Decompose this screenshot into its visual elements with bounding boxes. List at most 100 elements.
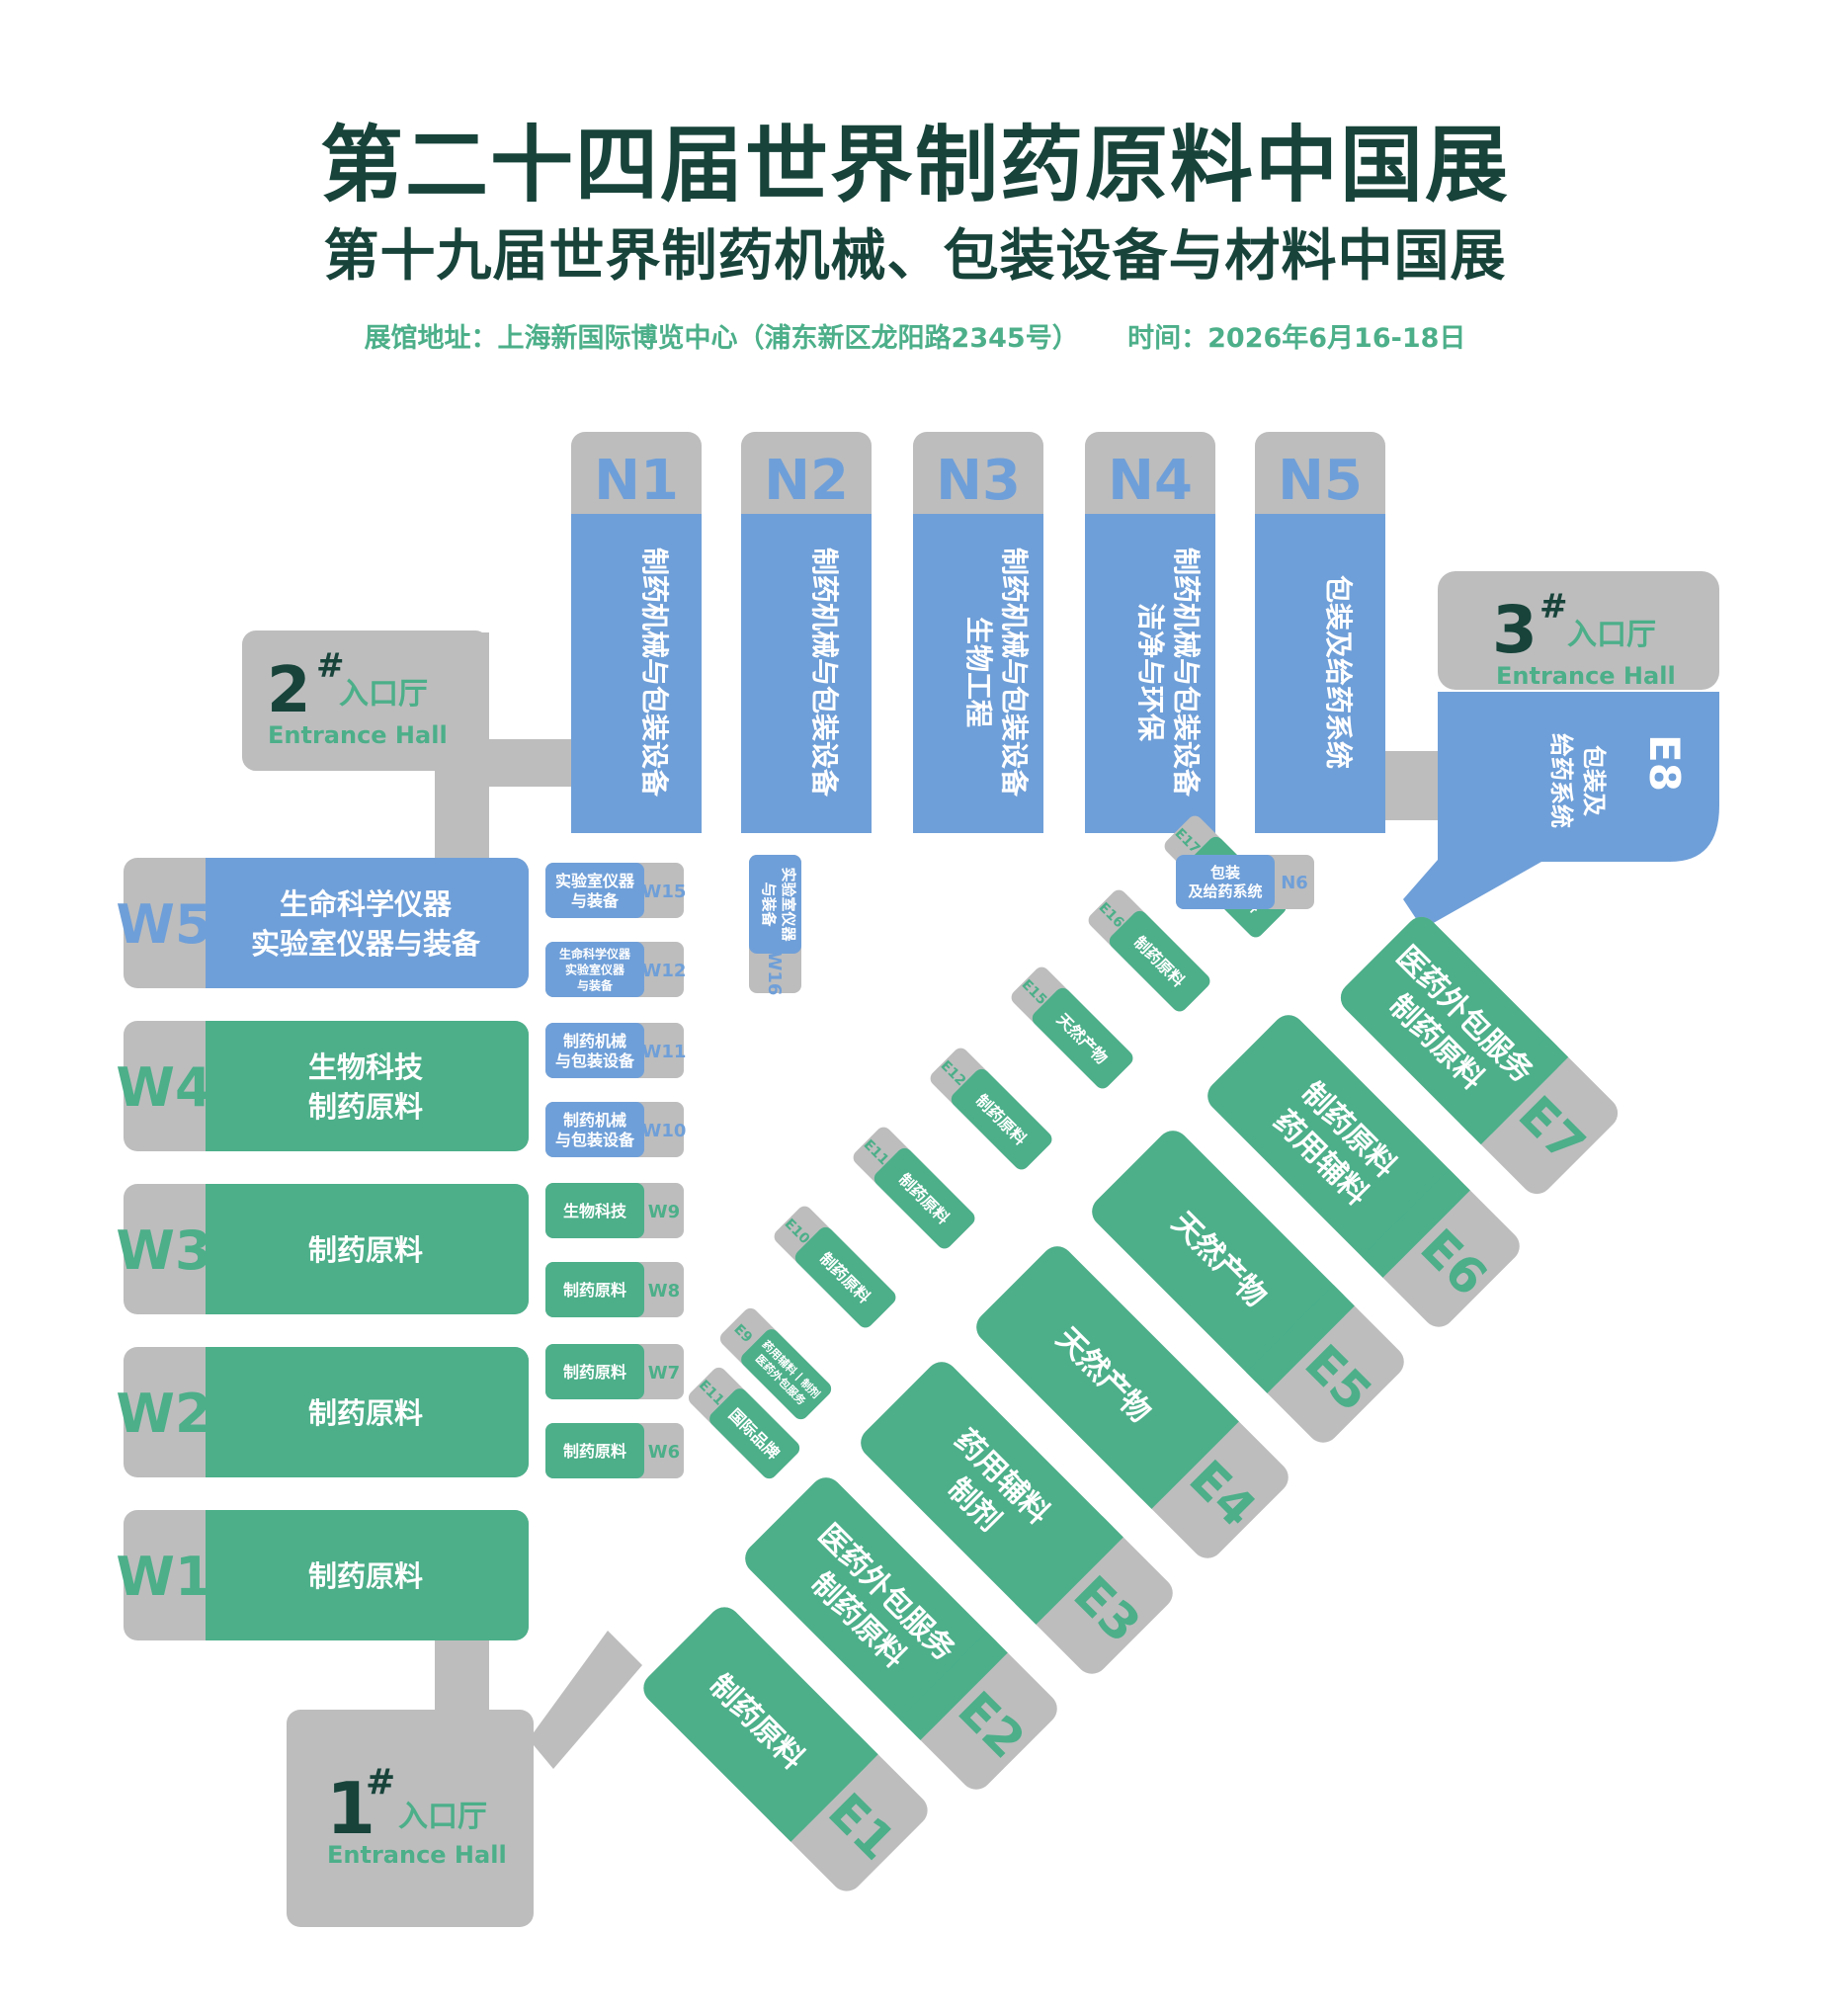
w7-id: W7 [648,1363,680,1384]
w4-label-2: 制药原料 [308,1090,423,1124]
entrance-hall-2[interactable]: 2 # 入口厅 Entrance Hall [242,630,489,771]
w5-label-2: 实验室仪器与装备 [251,927,481,961]
w16-label-1: 实验室仪器 [780,867,797,942]
n2-label-1: 制药机械与包装设备 [808,547,841,798]
w16-id: W16 [764,952,785,996]
w7-label-1: 制药原料 [563,1363,626,1382]
venue-address: 展馆地址：上海新国际博览中心（浦东新区龙阳路2345号） [364,323,1079,354]
n4-label-2: 洁净与环保 [1134,603,1167,742]
w10-label-2: 与包装设备 [555,1131,635,1149]
sub-title: 第十九届世界制药机械、包装设备与材料中国展 [323,224,1507,289]
n6-id: N6 [1281,873,1308,893]
entrance2-name: 入口厅 [339,677,428,712]
n4-id: N4 [1108,449,1193,513]
n6-label-1: 包装 [1210,864,1241,882]
venue-info: 展馆地址：上海新国际博览中心（浦东新区龙阳路2345号） 时间：2026年6月1… [0,316,1830,355]
w8-id: W8 [648,1281,680,1302]
n5-id: N5 [1278,449,1363,513]
w6-label-1: 制药原料 [563,1442,626,1461]
venue-date: 时间：2026年6月16-18日 [1127,323,1466,354]
w15-id: W15 [642,882,687,902]
entrance2-mark: # [316,646,345,686]
entrance3-english: Entrance Hall [1496,662,1676,690]
hall-w2[interactable]: W2 制药原料 [116,1347,529,1477]
w1-id: W1 [116,1546,211,1608]
entrance3-number: 3 [1492,592,1538,668]
hall-w9[interactable]: W9 生物科技 [545,1183,684,1238]
west-small-halls: W15实验室仪器与装备W12生命科学仪器实验室仪器与装备W11制药机械与包装设备… [545,863,686,1478]
entrance-hall-3[interactable]: 3 # 入口厅 Entrance Hall [1393,571,1719,865]
e8-label-1: 包装及 [1580,745,1608,816]
hall-w6[interactable]: W6 制药原料 [545,1423,684,1478]
main-title: 第二十四届世界制药原料中国展 [319,117,1510,213]
n4-label-1: 制药机械与包装设备 [1170,547,1203,798]
hall-w16[interactable]: 实验室仪器 与装备 W16 [749,855,801,995]
n3-label-1: 制药机械与包装设备 [998,547,1031,798]
entrance1-mark: # [366,1762,395,1803]
w6-id: W6 [648,1442,680,1463]
entrance1-english: Entrance Hall [327,1841,507,1869]
w3-id: W3 [116,1219,211,1282]
w11-id: W11 [642,1042,687,1062]
w9-id: W9 [648,1202,680,1222]
hall-n5[interactable]: N5 包装及给药系统 [1255,432,1385,833]
entrance1-number: 1 [326,1767,375,1850]
hall-w15[interactable]: W15 实验室仪器与装备 [545,863,686,918]
hall-w10[interactable]: W10 制药机械与包装设备 [545,1102,686,1157]
w10-id: W10 [642,1121,687,1141]
n3-id: N3 [936,449,1021,513]
w10-label-1: 制药机械 [563,1111,626,1130]
w2-id: W2 [116,1383,211,1445]
north-halls: N1制药机械与包装设备N2制药机械与包装设备N3制药机械与包装设备生物工程N4制… [571,432,1385,833]
n1-label-1: 制药机械与包装设备 [638,547,671,798]
w12-id: W12 [642,961,687,981]
w5-id: W5 [116,893,211,956]
entrance2-number: 2 [267,654,311,727]
corridor-entrance1-east [529,1631,642,1769]
w15-label-2: 与装备 [571,891,620,910]
w2-label-1: 制药原料 [308,1396,423,1430]
entrance3-name: 入口厅 [1567,618,1656,652]
n6-label-2: 及给药系统 [1188,882,1262,900]
hall-n6[interactable]: 包装 及给药系统 N6 [1176,855,1314,909]
hall-e8[interactable]: E8 包装及 给药系统 [1403,692,1719,929]
entrance1-name: 入口厅 [398,1800,487,1834]
hall-w7[interactable]: W7 制药原料 [545,1344,684,1399]
n2-id: N2 [764,449,849,513]
corridor-entrance3 [1383,751,1438,820]
hall-w3[interactable]: W3 制药原料 [116,1184,529,1314]
hall-n2[interactable]: N2 制药机械与包装设备 [741,432,872,833]
w12-label-3: 与装备 [577,978,614,993]
w11-label-1: 制药机械 [563,1032,626,1050]
n5-label-1: 包装及给药系统 [1322,575,1355,769]
w15-label-1: 实验室仪器 [555,872,635,890]
entrance-hall-1[interactable]: 1 # 入口厅 Entrance Hall [287,1710,534,1927]
w3-label-1: 制药原料 [308,1233,423,1267]
w12-label-1: 生命科学仪器 [559,947,631,962]
w9-label-1: 生物科技 [563,1202,627,1220]
w5-label-1: 生命科学仪器 [280,887,453,921]
